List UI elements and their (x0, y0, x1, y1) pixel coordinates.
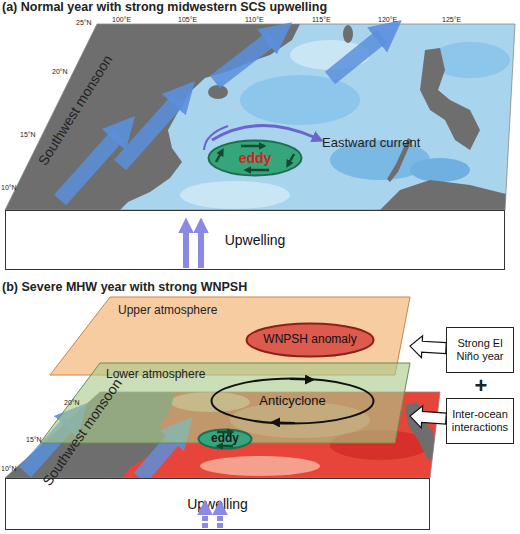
box-shape (6, 211, 505, 270)
text-wrap: Strong El Niño year (446, 327, 514, 373)
sst-patch (410, 158, 470, 182)
upwelling-box: Upwelling (5, 478, 430, 530)
driver-box: Strong El Niño year (446, 327, 514, 373)
ocean-map (5, 24, 515, 210)
ellipse-shape (209, 141, 302, 176)
driver-box: Inter-ocean interactions (446, 398, 514, 444)
node-text: Upper atmosphere (118, 304, 217, 318)
flow-arrow (221, 445, 233, 448)
coordinate-label: 20°N (64, 399, 80, 406)
flow-arrow (249, 169, 269, 172)
island (405, 402, 440, 460)
box-shape (447, 328, 514, 373)
upwelling-arrow (183, 230, 189, 268)
annotation-label: Southwest monsoon (40, 376, 124, 488)
flow-arrow (241, 145, 261, 148)
land-mass (5, 24, 300, 210)
text-wrap: Inter-ocean interactions (446, 398, 514, 444)
upwelling-arrow (198, 230, 204, 268)
annotation-label: Eastward current (322, 136, 420, 149)
current-arrow (212, 125, 316, 140)
sst-patch (290, 40, 370, 70)
coordinate-label: 105°E (178, 16, 197, 23)
coordinate-label: 100°E (112, 16, 131, 23)
node-text: eddy (211, 432, 239, 446)
text-wrap: Anticyclone (210, 377, 375, 425)
monsoon-arrow (120, 100, 178, 165)
sst-patch (200, 456, 320, 476)
coordinate-label: 110°E (245, 16, 264, 23)
coordinate-label: 20°N (52, 68, 68, 75)
coordinate-label: 115°E (312, 16, 331, 23)
sst-patch (180, 181, 290, 209)
sst-patch (430, 42, 510, 78)
node-text: eddy (239, 150, 272, 166)
coordinate-label: 25°N (76, 19, 92, 26)
text-wrap: eddy (207, 139, 303, 177)
monsoon-arrow (60, 135, 118, 200)
ellipse-shape (212, 379, 374, 424)
island (420, 48, 480, 150)
panel-title: (a) Normal year with strong midwestern S… (2, 1, 327, 14)
coordinate-label: 10°N (1, 184, 17, 191)
coordinate-label: 120°E (378, 16, 397, 23)
panel-title: (b) Severe MHW year with strong WNPSH (2, 281, 247, 294)
text-wrap: Upwelling (5, 478, 430, 530)
eddy-ellipse: eddy (207, 139, 303, 177)
node-text: WNPSH anomaly (263, 333, 356, 347)
island (343, 25, 353, 43)
block-arrow (410, 336, 446, 358)
map-frame (5, 24, 515, 210)
flow-arrow (277, 421, 295, 424)
eddy-ellipse: eddy (197, 428, 253, 450)
node-text: Lower atmosphere (106, 368, 205, 382)
anomaly-ellipse: WNPSH anomaly (245, 322, 375, 358)
box-shape (6, 479, 430, 530)
text-wrap: Lower atmosphere (106, 368, 205, 382)
operator-symbol: + (475, 375, 488, 397)
block-arrow (410, 406, 446, 428)
node-text: Upwelling (187, 496, 248, 512)
node-text: Inter-ocean interactions (448, 408, 512, 433)
flow-arrow (289, 154, 294, 163)
coordinate-label: 125°E (442, 16, 461, 23)
monsoon-arrow (330, 36, 382, 78)
coordinate-label: 15°N (26, 436, 42, 443)
node-text: Anticyclone (259, 394, 325, 409)
coordinate-label: 10°N (1, 465, 17, 472)
upwelling-arrow (217, 512, 223, 528)
node-text: Strong El Niño year (448, 337, 512, 362)
anticyclone-ellipse: Anticyclone (210, 377, 375, 425)
upwelling-arrow (202, 512, 208, 528)
text-wrap: Upper atmosphere (118, 304, 217, 318)
ellipse-shape (199, 430, 252, 449)
text-wrap: WNPSH anomaly (245, 322, 375, 358)
text-wrap: eddy (197, 428, 253, 450)
coordinate-label: 15°N (20, 131, 36, 138)
upwelling-box: Upwelling (5, 210, 505, 270)
text-wrap: Upwelling (5, 210, 505, 270)
sst-patch (240, 75, 360, 125)
island (208, 85, 228, 99)
flow-arrow (290, 378, 308, 381)
annotation-label: Southwest monsoon (35, 52, 114, 167)
box-shape (447, 399, 514, 444)
monsoon-arrow (215, 38, 272, 82)
ellipse-shape (247, 324, 374, 357)
land-mass (380, 180, 510, 215)
flow-arrow (216, 153, 221, 162)
node-text: Upwelling (225, 232, 286, 248)
